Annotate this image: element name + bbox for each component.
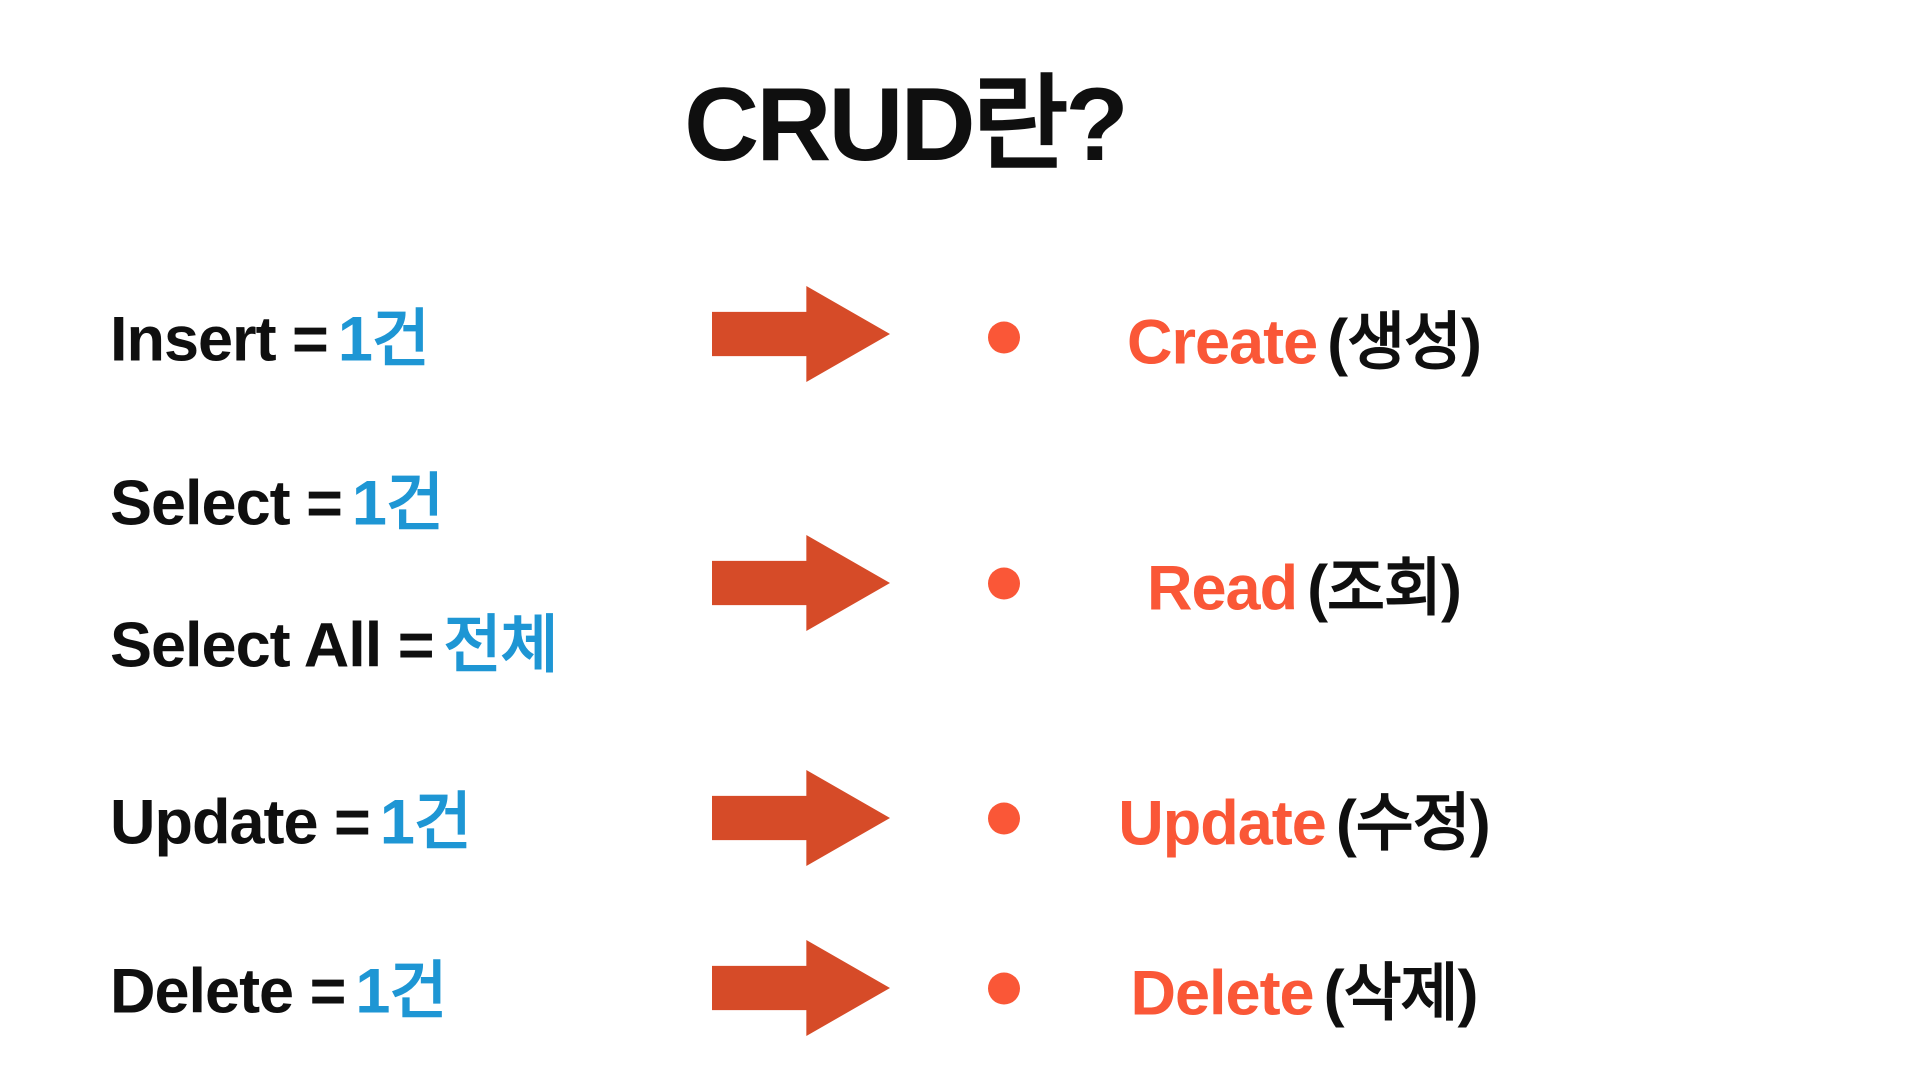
left-item-value: 1건	[337, 304, 430, 375]
crud-term: Read	[1147, 553, 1298, 624]
korean-translation: (수정)	[1335, 788, 1491, 859]
crud-term: Create	[1127, 307, 1318, 378]
left-item-select-all: Select All =전체	[110, 595, 559, 686]
page-title: CRUD란?	[684, 67, 1129, 183]
left-item-select: Select =1건	[110, 453, 444, 544]
left-item-label: Insert =	[110, 304, 329, 375]
left-item-value: 1건	[379, 787, 472, 858]
bullet-icon	[988, 567, 1020, 599]
crud-term: Delete	[1130, 958, 1315, 1029]
right-item-delete: Delete(삭제)	[988, 943, 1588, 1034]
left-item-value: 1건	[351, 468, 444, 539]
arrow-right-icon	[712, 535, 890, 631]
left-item-value: 1건	[355, 956, 447, 1027]
korean-translation: (삭제)	[1323, 958, 1479, 1029]
crud-term: Update	[1118, 788, 1327, 859]
arrow-right-icon	[712, 940, 890, 1036]
left-item-label: Select =	[110, 468, 343, 539]
bullet-icon	[988, 802, 1020, 834]
korean-translation: (조회)	[1307, 553, 1462, 624]
right-item-text: Delete(삭제)	[1020, 943, 1588, 1034]
right-item-text: Read(조회)	[1020, 538, 1588, 629]
left-item-value: 전체	[443, 610, 559, 681]
korean-translation: (생성)	[1327, 307, 1482, 378]
right-item-create: Create(생성)	[988, 292, 1588, 383]
left-item-label: Update =	[110, 787, 371, 858]
left-item-label: Select All =	[110, 610, 435, 681]
arrow-right-icon	[712, 770, 890, 866]
right-item-update: Update(수정)	[988, 773, 1588, 864]
right-item-text: Update(수정)	[1020, 773, 1588, 864]
left-item-label: Delete =	[110, 956, 346, 1027]
arrow-right-icon	[712, 286, 890, 382]
right-item-text: Create(생성)	[1020, 292, 1588, 383]
left-item-delete: Delete =1건	[110, 941, 447, 1032]
bullet-icon	[988, 972, 1020, 1004]
left-item-insert: Insert =1건	[110, 289, 430, 380]
bullet-icon	[988, 321, 1020, 353]
left-item-update: Update =1건	[110, 772, 472, 863]
right-item-read: Read(조회)	[988, 538, 1588, 629]
